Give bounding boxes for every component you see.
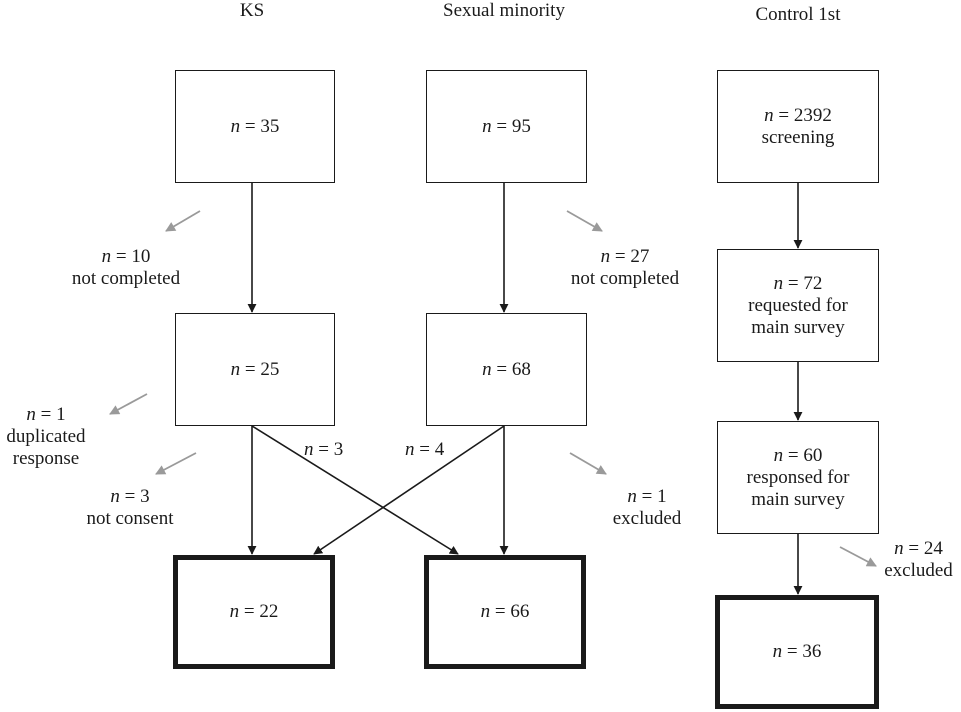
n-value: n = 1: [627, 486, 667, 507]
ks-mid-box: n = 25: [175, 313, 335, 426]
description-line: responsed for: [746, 466, 850, 488]
n-value: n = 25: [230, 358, 280, 380]
n-value: n = 2392: [764, 104, 832, 126]
sm-not-completed-arrow: [566, 210, 603, 232]
description-line: excluded: [884, 560, 953, 581]
sm-to-ks-cross-arrow: [313, 425, 505, 555]
description-line: not completed: [570, 268, 680, 289]
n-value: n = 68: [482, 358, 531, 380]
sm-mid-box: n = 68: [426, 313, 587, 426]
n-value: n = 1: [26, 404, 66, 425]
ks-start-box: n = 35: [175, 70, 335, 183]
description-line: not consent: [86, 508, 174, 529]
n-value: n = 3: [304, 439, 344, 460]
ks-not-completed-arrow: [165, 210, 201, 232]
n-value: n = 95: [482, 115, 531, 137]
sm-to-ks-cross-label: n = 4: [405, 439, 444, 461]
n-value: n = 4: [405, 439, 445, 460]
n-value: n = 66: [480, 601, 530, 622]
description-line: excluded: [612, 508, 682, 529]
description-line: response: [12, 448, 80, 469]
n-value: n = 10: [101, 246, 151, 267]
sm-start-box: n = 95: [426, 70, 587, 183]
ks-final-box: n = 22: [173, 555, 335, 669]
ks-to-sm-cross-label: n = 3: [304, 439, 343, 461]
sm-final-box: n = 66: [424, 555, 586, 669]
description-line: screening: [761, 126, 835, 148]
sm-excluded-arrow: [569, 452, 607, 475]
n-value: n = 22: [229, 601, 279, 622]
ks-not-consent-arrow: [155, 452, 197, 475]
description-line: duplicated: [6, 426, 86, 447]
column-header-ks: KS: [239, 0, 265, 21]
description-line: main survey: [751, 488, 845, 510]
n-value: n = 27: [600, 246, 650, 267]
n-value: n = 60: [773, 444, 823, 466]
n-value: n = 3: [110, 486, 150, 507]
ks-duplicated-arrow: [109, 393, 148, 415]
n-value: n = 24: [894, 538, 943, 559]
description-line: main survey: [751, 316, 845, 338]
ctrl-excluded-arrow: [839, 546, 877, 567]
description-line: not completed: [71, 268, 181, 289]
ks-to-sm-cross-arrow: [251, 425, 459, 555]
description-line: requested for: [748, 294, 848, 316]
column-header-control: Control 1st: [755, 4, 841, 25]
column-header-sexual-minority: Sexual minority: [443, 0, 565, 21]
n-value: n = 36: [772, 641, 822, 662]
ctrl-final-box: n = 36: [715, 595, 879, 709]
n-value: n = 35: [230, 115, 280, 137]
n-value: n = 72: [773, 272, 823, 294]
